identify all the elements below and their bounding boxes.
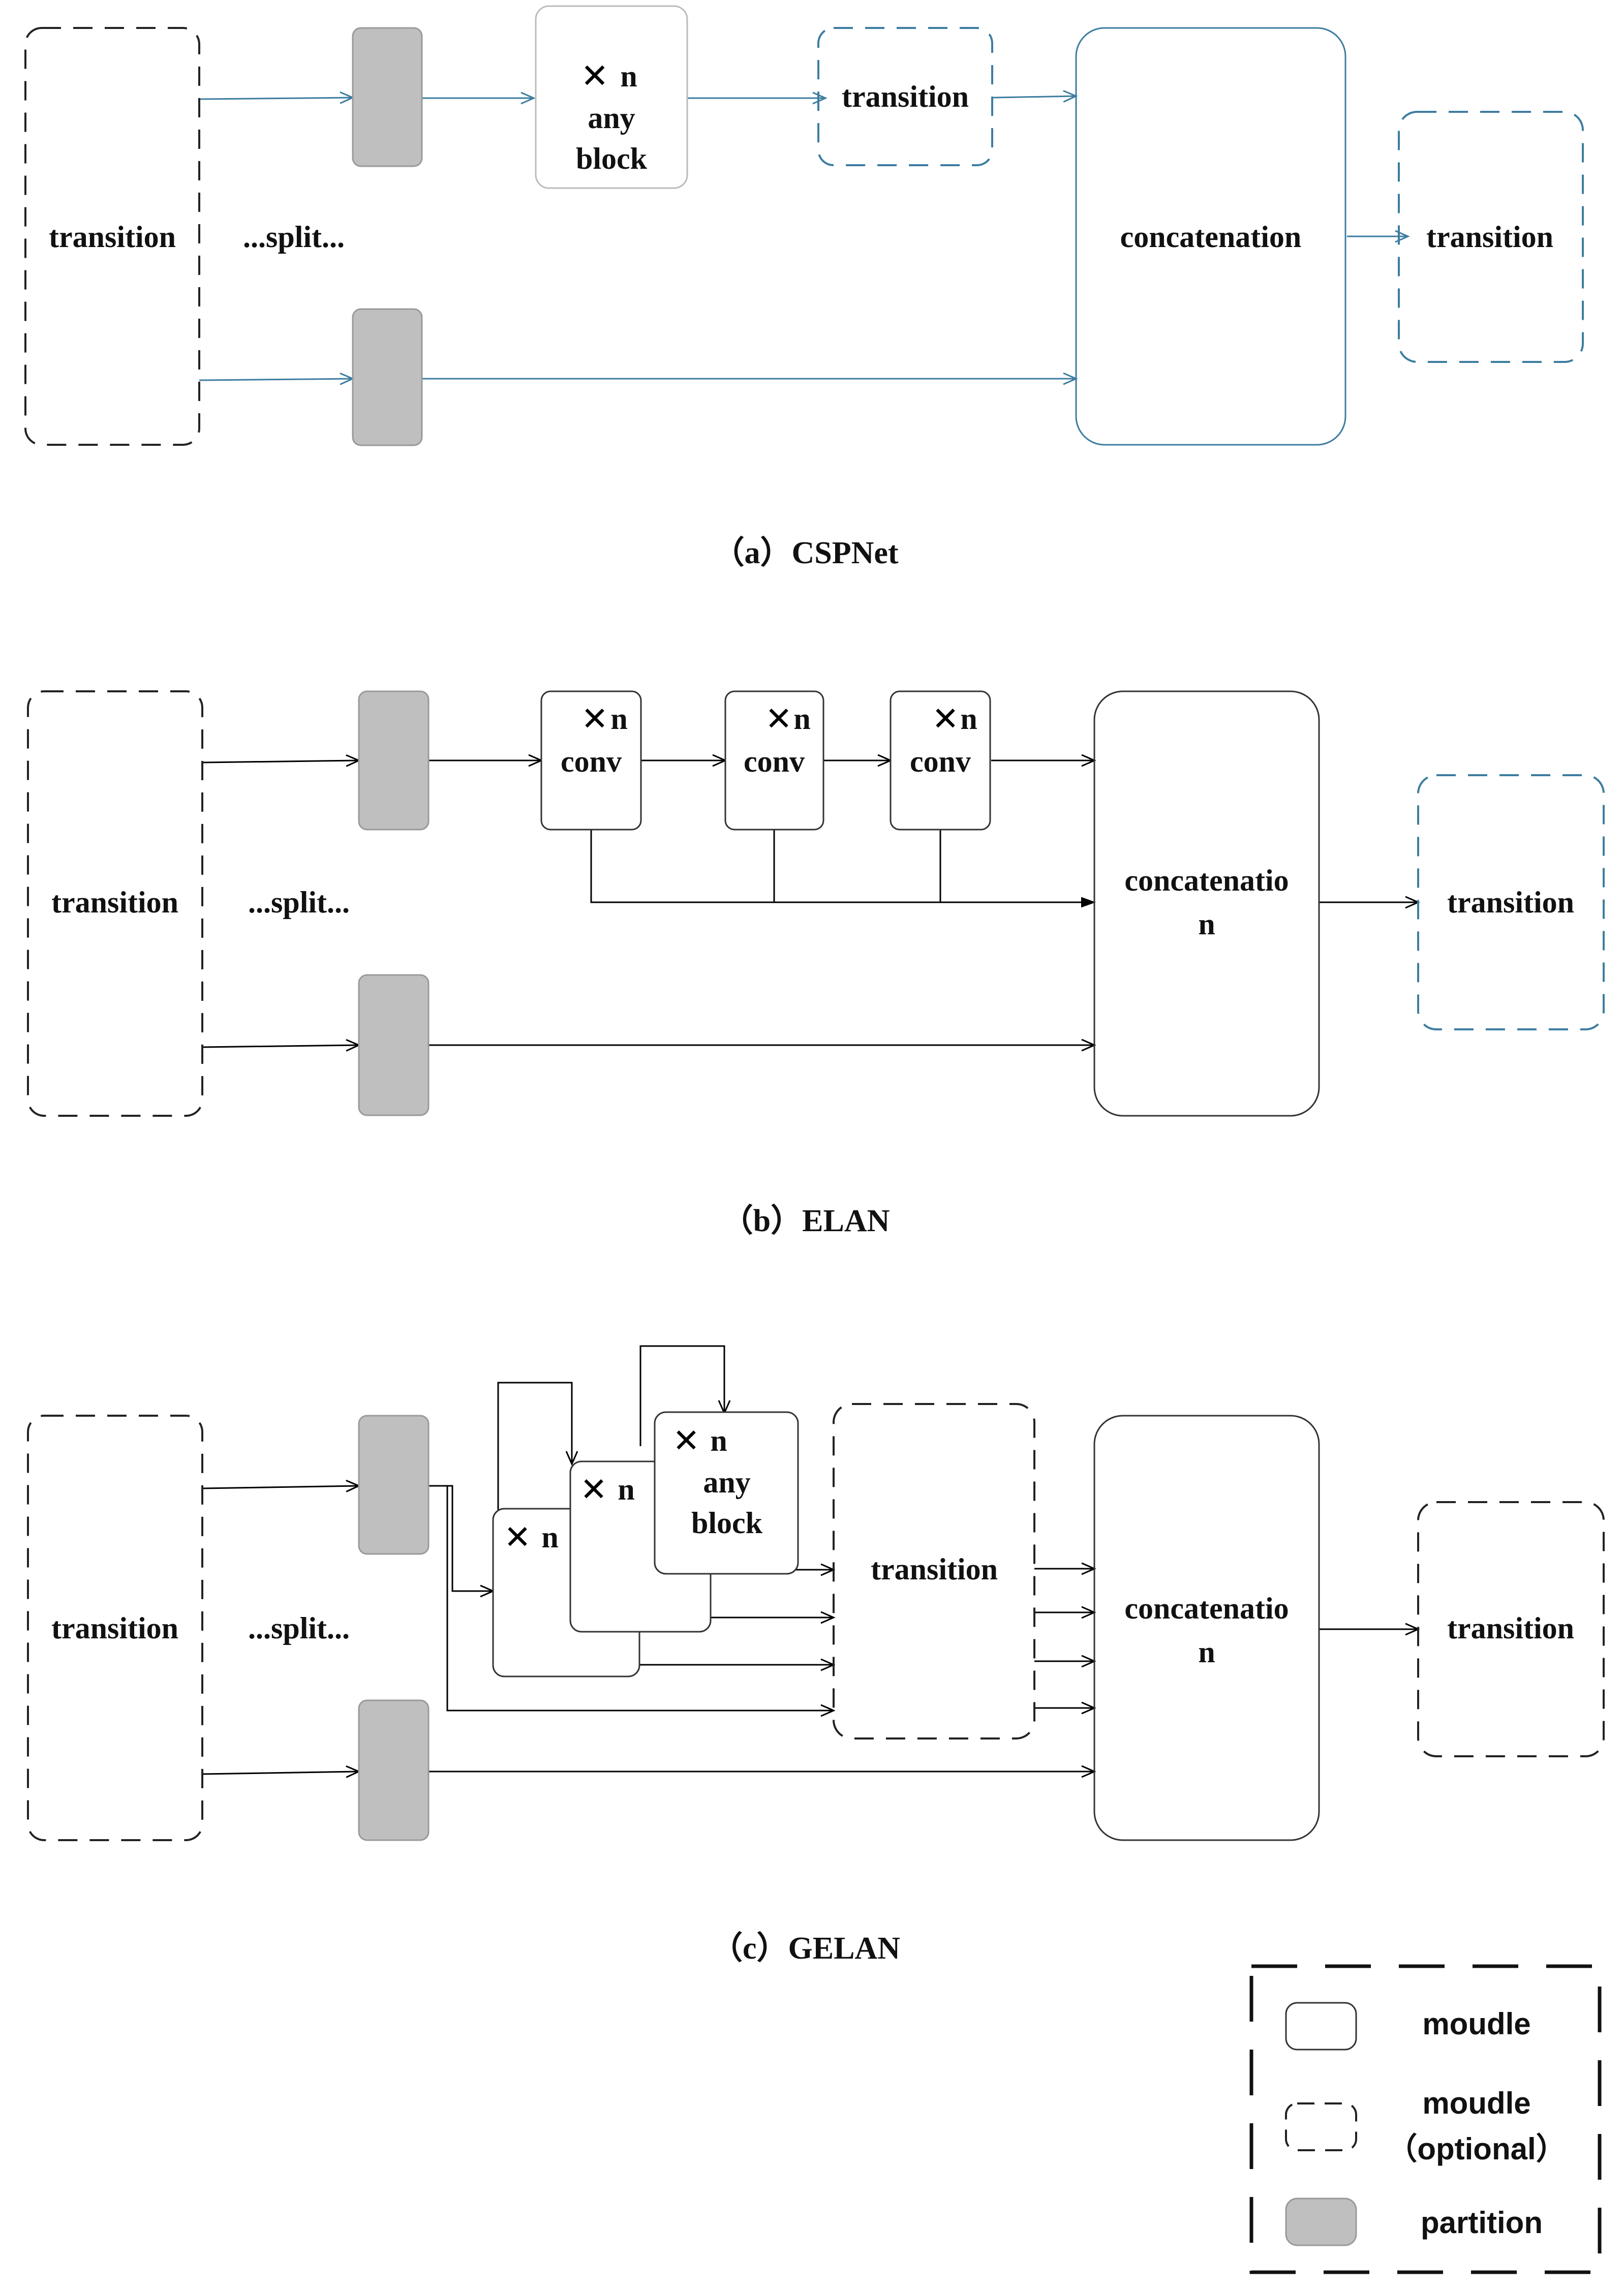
cspnet-block-line2: block [576,142,648,175]
legend-optional-line1: moudle [1422,2086,1530,2120]
legend-partition-swatch [1285,2198,1357,2246]
gelan-front-times: n [710,1424,727,1457]
cspnet-section: transition ...split... ✕ n any block tra… [24,5,1584,570]
gelan-middle-multiply-icon: ✕ [580,1471,607,1509]
gelan-concat-line2: n [1198,1635,1215,1669]
gelan-concat-line1: concatenatio [1124,1592,1289,1625]
elan-caption: （b）ELAN [722,1203,890,1238]
gelan-mid-transition-box [833,1403,1035,1739]
gelan-connectors [202,1345,1418,1774]
elan-left-transition-label: transition [51,886,178,919]
elan-connectors [202,760,1418,1047]
elan-partition-top [358,690,430,831]
cspnet-caption: （a）CSPNet [713,535,898,570]
gelan-split-label: ...split... [248,1611,350,1645]
elan-partition-bottom [358,974,430,1116]
cspnet-split-label: ...split... [243,220,345,254]
gelan-middle-times: n [618,1473,634,1506]
cspnet-block-line1: any [588,101,635,135]
elan-concat-line2: n [1198,907,1215,941]
gelan-front-multiply-icon: ✕ [672,1422,700,1460]
cspnet-left-transition-label: transition [49,220,176,254]
elan-section: transition ...split... ✕ n conv ✕ n conv… [27,690,1605,1238]
gelan-section: transition ...split... ✕ n ✕ n ✕ n any b… [27,1345,1605,1966]
elan-conv-box-2 [724,690,824,831]
gelan-back-multiply-icon: ✕ [504,1519,531,1556]
cspnet-right-transition-label: transition [1426,220,1553,254]
cspnet-right-transition-box [1398,111,1584,363]
elan-conv2-label: conv [744,745,805,778]
cspnet-concat-label: concatenation [1120,220,1302,254]
gelan-partition-top [358,1415,430,1555]
elan-left-transition-box [27,690,203,1117]
gelan-front-line1: any [703,1466,750,1499]
elan-right-transition-box [1417,774,1605,1030]
gelan-left-transition-label: transition [51,1611,178,1645]
cspnet-concat-box [1075,27,1346,446]
cspnet-mid-transition-box [817,27,993,166]
legend-frame [1249,1964,1602,2274]
elan-conv-box-3 [890,690,991,831]
legend: moudle moudle （optional） partition [1249,1964,1602,2274]
cspnet-connectors [199,96,1408,380]
gelan-back-times: n [541,1520,558,1554]
cspnet-block-box [535,5,688,189]
cspnet-partition-bottom [352,308,423,446]
cspnet-block-times: n [620,59,637,93]
elan-split-label: ...split... [248,886,350,919]
cspnet-mid-transition-label: transition [842,80,969,113]
elan-concat-line1: concatenatio [1124,864,1289,897]
cspnet-multiply-icon: ✕ [580,56,608,96]
gelan-caption: （c）GELAN [711,1930,900,1966]
gelan-mid-transition-label: transition [871,1552,998,1586]
gelan-concat-box [1093,1415,1320,1841]
elan-conv1-multiply-icon: ✕ [581,700,608,738]
gelan-partition-bottom [358,1699,430,1841]
legend-optional-line2: （optional） [1387,2132,1566,2166]
gelan-front-line2: block [691,1506,763,1540]
cspnet-partition-top [352,27,423,167]
gelan-right-transition-box [1417,1501,1605,1757]
elan-conv1-label: conv [561,745,622,778]
legend-module-label: moudle [1422,2007,1530,2041]
gelan-left-transition-box [27,1415,203,1841]
gelan-right-transition-label: transition [1447,1611,1574,1645]
legend-partition-label: partition [1421,2206,1543,2240]
elan-conv1-times: n [610,702,627,736]
elan-conv2-multiply-icon: ✕ [765,700,792,738]
gelan-block-front [654,1411,799,1575]
elan-conv-box-1 [540,690,642,831]
elan-conv2-times: n [793,702,810,736]
elan-right-transition-label: transition [1447,886,1574,919]
legend-module-swatch [1285,2002,1357,2051]
legend-optional-swatch [1285,2102,1357,2151]
elan-conv3-label: conv [910,745,971,778]
elan-conv3-times: n [960,702,977,736]
elan-conv3-multiply-icon: ✕ [932,700,959,738]
elan-concat-box [1093,690,1320,1117]
cspnet-left-transition-box [24,27,200,446]
